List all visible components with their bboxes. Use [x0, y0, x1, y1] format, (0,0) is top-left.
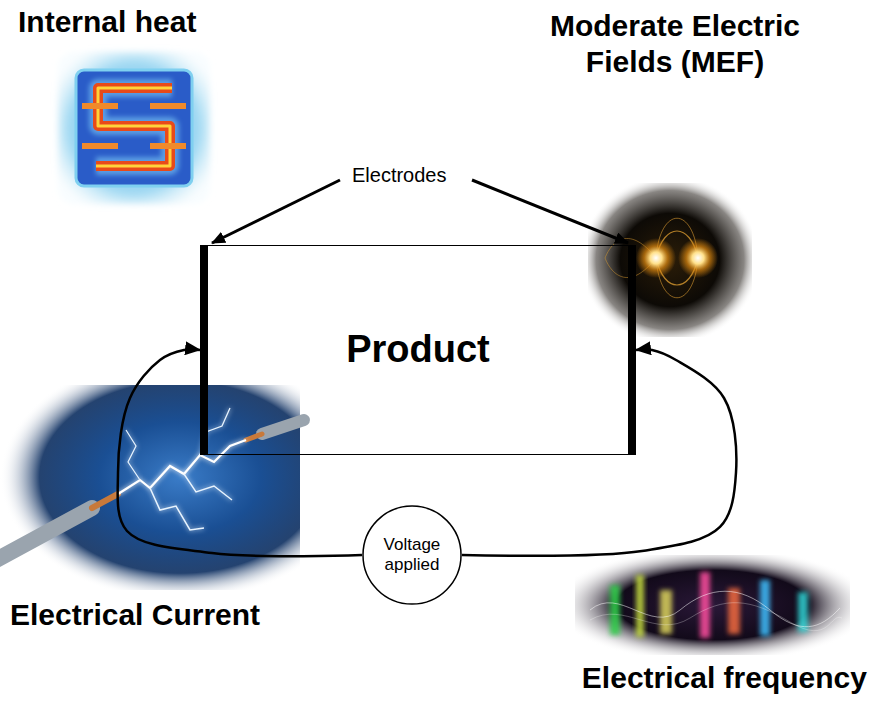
lightning [118, 440, 246, 494]
node-text: Product [346, 327, 490, 373]
effect-label: Electrical frequency [582, 660, 867, 696]
heat-comb [82, 106, 186, 146]
leader-arrow [212, 180, 340, 243]
circle-outline [363, 506, 461, 604]
current-ground [0, 385, 300, 590]
product-box: Product [200, 245, 636, 455]
charge-glow [678, 238, 718, 278]
effect-label: Internal heat [18, 4, 196, 40]
heat-map-plate [76, 70, 192, 186]
frequency-image [575, 555, 850, 655]
heat-serpentine [96, 88, 172, 166]
lightning [126, 430, 140, 480]
wire [0, 508, 92, 560]
frequency-ground [575, 555, 850, 655]
field-ground [588, 183, 752, 337]
heat-map-ground [58, 52, 210, 204]
voltage-connector [462, 349, 736, 555]
electric-field-image [588, 183, 752, 337]
charge-glow [636, 238, 676, 278]
heat-halo [96, 88, 172, 166]
voltage-circle: Voltage applied [362, 505, 462, 605]
frequency-bar [610, 585, 620, 635]
node-text: Voltage applied [373, 535, 451, 576]
wire [262, 420, 304, 434]
frequency-bar [636, 575, 644, 637]
leader-arrow [472, 180, 628, 243]
wire-tip [246, 434, 262, 440]
frequency-bar [728, 588, 740, 634]
wire-tip [92, 494, 118, 508]
part-label: Electrodes [352, 163, 447, 187]
effect-label: Electrical Current [10, 597, 260, 633]
lightning [150, 488, 204, 530]
heat-map-image [58, 52, 210, 204]
effect-label: Moderate Electric Fields (MEF) [522, 8, 828, 80]
lightning [184, 474, 232, 500]
wave-line [590, 603, 842, 631]
voltage-connector [118, 349, 362, 556]
electric-current-image [0, 385, 304, 590]
wave-line [590, 591, 840, 626]
frequency-bar [700, 572, 710, 638]
heat-serpentine-core [96, 88, 172, 166]
frequency-bar [660, 590, 672, 634]
